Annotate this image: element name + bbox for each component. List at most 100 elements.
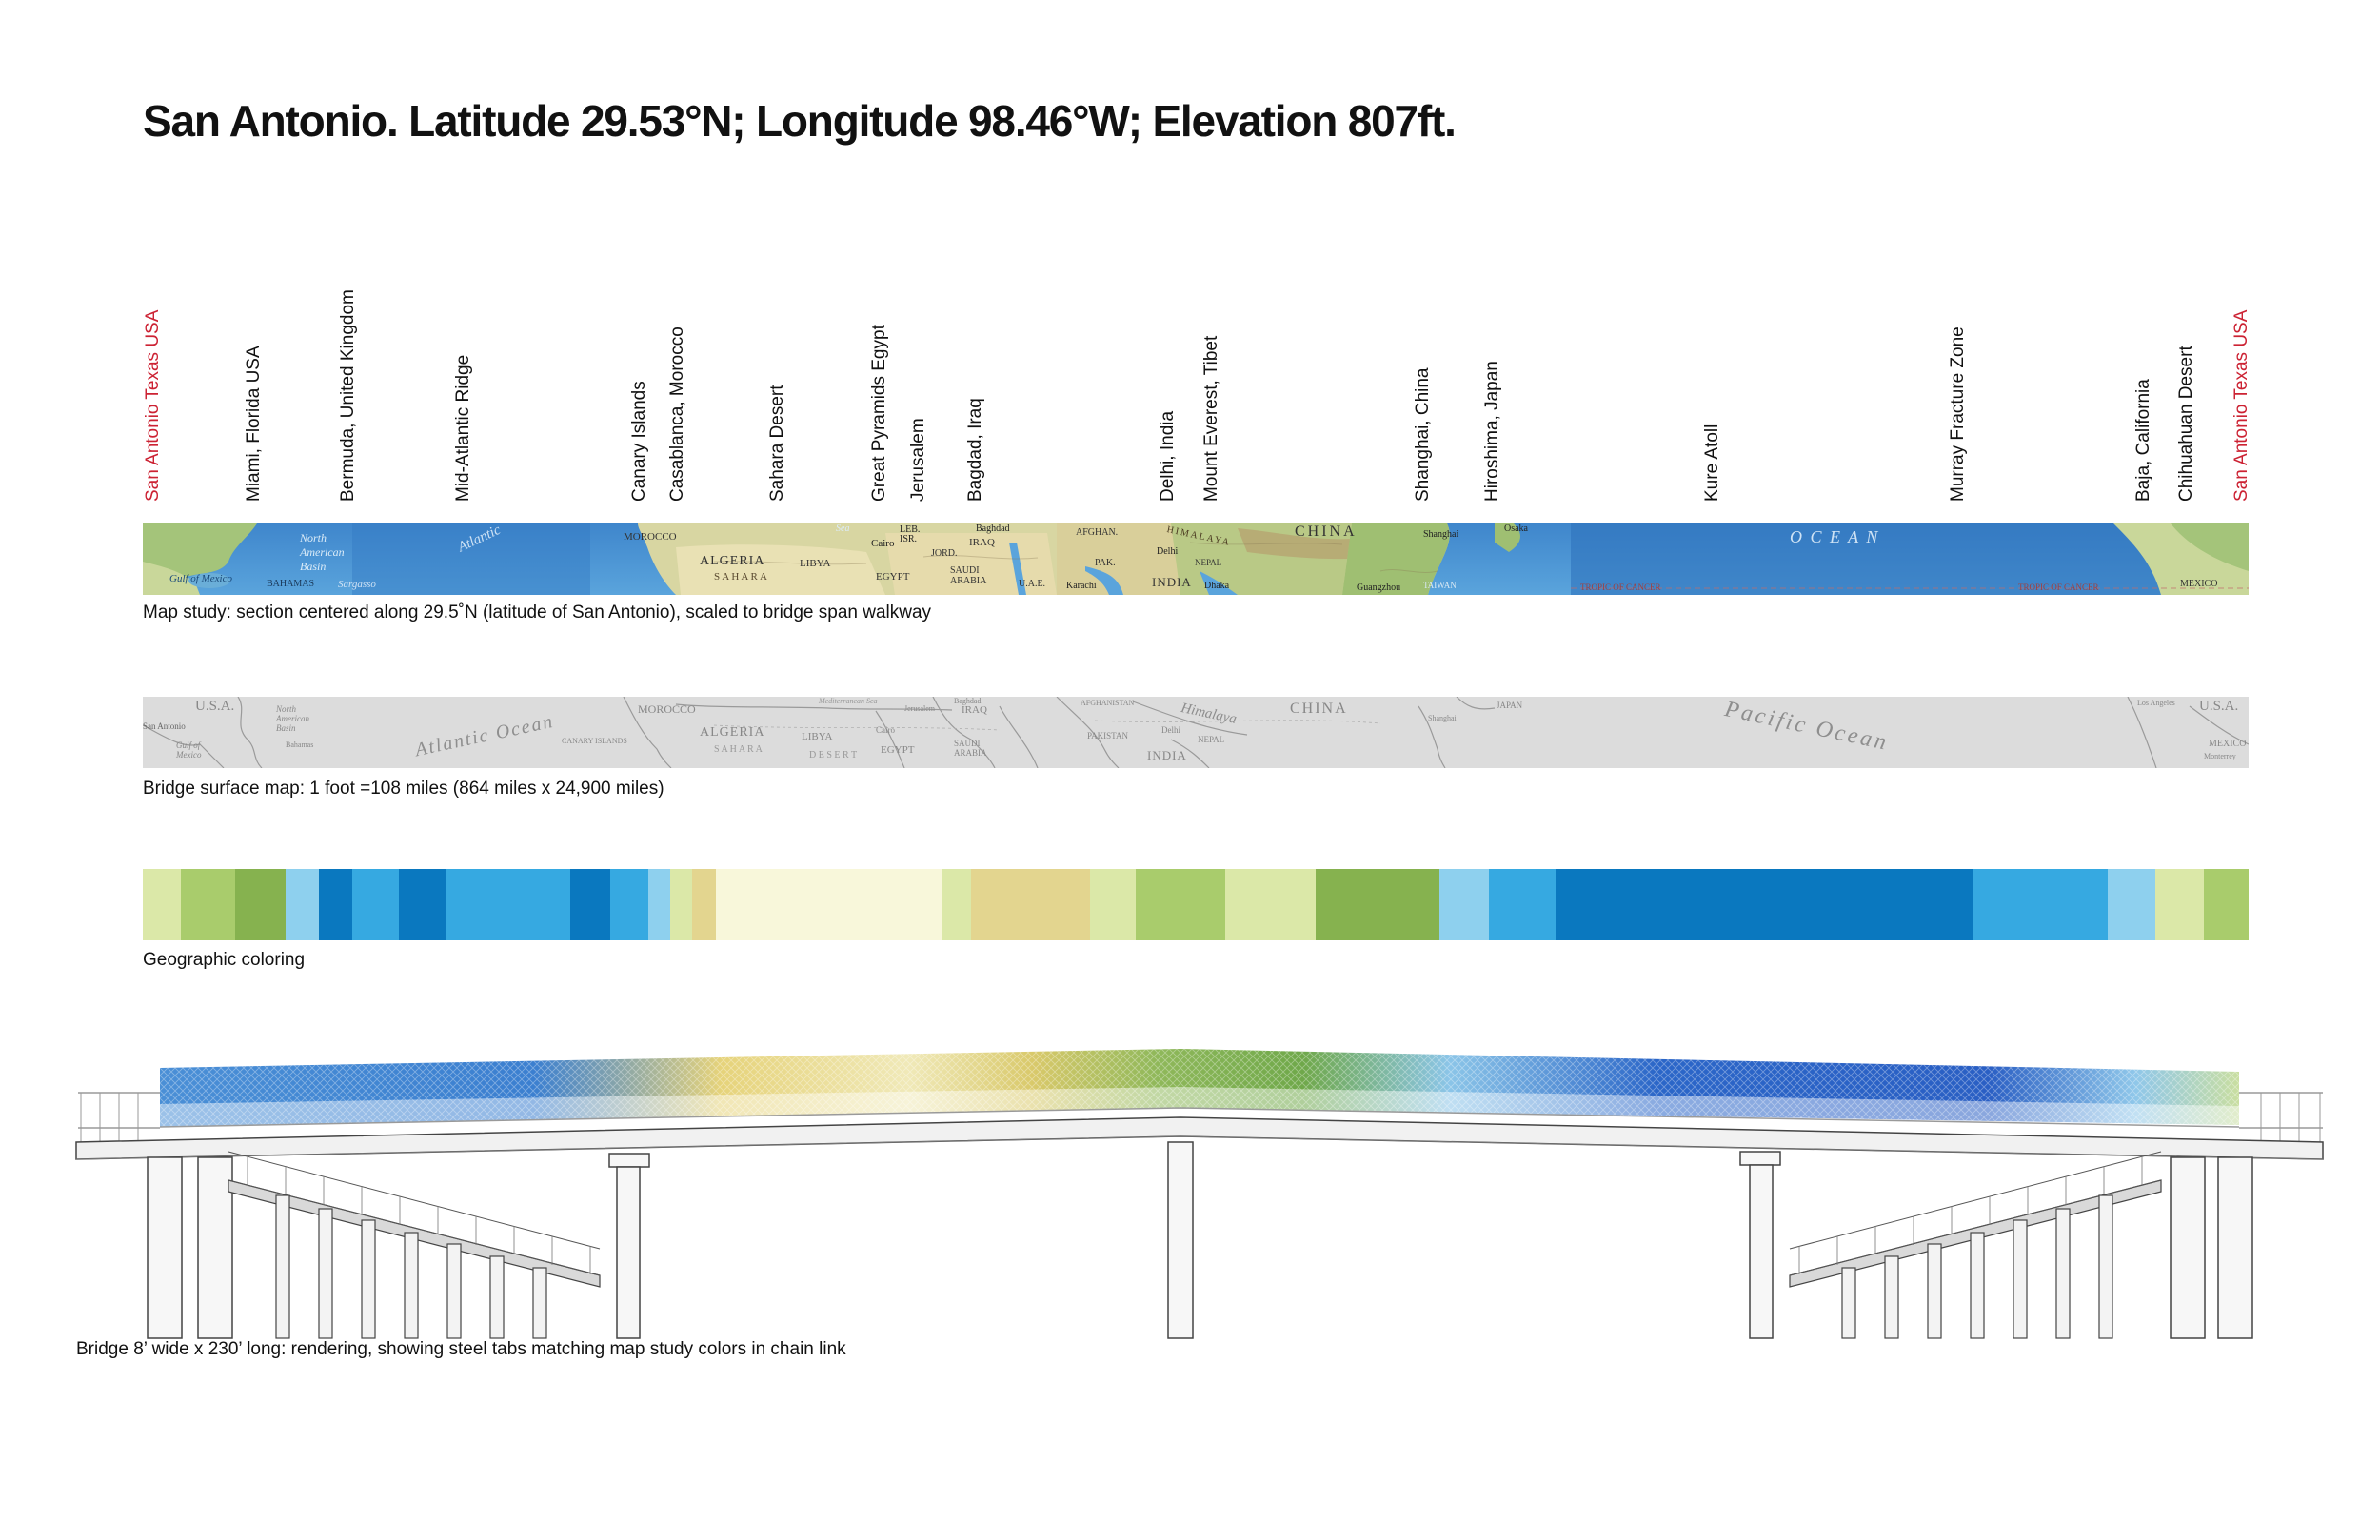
- color-segment: [399, 869, 447, 940]
- color-segment: [143, 869, 181, 940]
- color-segment: [1089, 869, 1136, 940]
- map-label: North American Basin: [276, 704, 309, 733]
- map-label: Osaka: [1504, 523, 1528, 534]
- map-label: PAKISTAN: [1087, 731, 1128, 740]
- color-segment: [318, 869, 352, 940]
- map-label: PAK.: [1095, 558, 1116, 568]
- map-label: Sargasso: [338, 579, 376, 590]
- map-label: MEXICO: [2209, 739, 2247, 749]
- map-label: TAIWAN: [1423, 581, 1457, 590]
- color-segment: [1438, 869, 1489, 940]
- map-label: Mediterranean Sea: [819, 697, 878, 705]
- map-label: San Antonio: [143, 721, 186, 731]
- map-label: Baghdad: [976, 523, 1010, 534]
- map-label: LIBYA: [800, 558, 831, 569]
- color-segment: [669, 869, 692, 940]
- color-segment: [2204, 869, 2249, 940]
- color-segment: [691, 869, 716, 940]
- map-label: Cairo: [876, 725, 895, 735]
- color-segment: [1555, 869, 1973, 940]
- map-label: EGYPT: [881, 744, 915, 756]
- map-label: Karachi: [1066, 581, 1097, 591]
- map-label: AFGHAN.: [1076, 527, 1119, 538]
- color-segment: [234, 869, 286, 940]
- map-label: Gulf of Mexico: [169, 573, 232, 584]
- map-label: Bahamas: [286, 740, 314, 749]
- map-label: Sea: [836, 523, 850, 534]
- map-label: MOROCCO: [638, 702, 696, 716]
- map-label: CHINA: [1290, 701, 1348, 717]
- map-study-image: [143, 523, 2249, 595]
- map-label: Monterrey: [2204, 752, 2236, 760]
- color-segment: [1225, 869, 1317, 940]
- map-label: NEPAL: [1198, 735, 1225, 744]
- map-label: U.A.E.: [1019, 579, 1046, 589]
- color-segment: [647, 869, 670, 940]
- map-label: SAUDI ARABIA: [954, 739, 987, 758]
- map-label: IRAQ: [962, 704, 987, 716]
- map-label: S A H A R A: [714, 571, 767, 582]
- map-label: AFGHANISTAN: [1081, 699, 1135, 707]
- color-segment: [569, 869, 610, 940]
- bridge-caption: Bridge 8’ wide x 230’ long: rendering, s…: [76, 1339, 846, 1359]
- map-label: U.S.A.: [195, 699, 235, 714]
- map-label: North American Basin: [300, 531, 345, 573]
- map-label: CANARY ISLANDS: [562, 737, 627, 745]
- map-label: IRAQ: [969, 537, 995, 548]
- color-segment: [1488, 869, 1556, 940]
- map-label: LIBYA: [802, 731, 833, 742]
- map-label: MOROCCO: [624, 531, 677, 543]
- color-segment: [2155, 869, 2205, 940]
- geographic-coloring-strip: [143, 869, 2249, 940]
- map-label: TROPIC OF CANCER: [2018, 582, 2099, 592]
- map-label: Delhi: [1161, 725, 1180, 735]
- map-label: Guangzhou: [1357, 582, 1401, 593]
- map-label: NEPAL: [1195, 558, 1222, 567]
- map-label: Shanghai: [1423, 529, 1459, 540]
- map-study-strip: North American Basin Gulf of Mexico BAHA…: [143, 523, 2249, 595]
- map-label: Jerusalem: [904, 704, 935, 713]
- color-segment: [715, 869, 943, 940]
- map-label: INDIA: [1147, 748, 1187, 762]
- surface-map-image: [143, 697, 2249, 768]
- map-label: Los Angeles: [2137, 699, 2175, 707]
- color-segment: [180, 869, 235, 940]
- map-label: D E S E R T: [809, 750, 858, 760]
- map-label: MEXICO: [2180, 579, 2218, 589]
- color-segment: [2108, 869, 2156, 940]
- map-label: LEB. ISR.: [900, 524, 921, 544]
- map-label: Shanghai: [1428, 714, 1457, 722]
- map-label: TROPIC OF CANCER: [1580, 582, 1661, 592]
- bridge-rendering: [75, 1049, 2324, 1339]
- map-label: BAHAMAS: [267, 579, 315, 589]
- surface-map-caption: Bridge surface map: 1 foot =108 miles (8…: [143, 779, 664, 799]
- geographic-coloring-caption: Geographic coloring: [143, 950, 306, 970]
- color-segment: [351, 869, 400, 940]
- color-segment: [1316, 869, 1439, 940]
- map-label: EGYPT: [876, 571, 910, 582]
- color-segment: [1135, 869, 1226, 940]
- map-label: SAUDI ARABIA: [950, 565, 987, 586]
- color-segment: [285, 869, 319, 940]
- page-title: San Antonio. Latitude 29.53°N; Longitude…: [143, 96, 1457, 146]
- surface-map-strip: U.S.A. San Antonio Gulf of Mexico North …: [143, 697, 2249, 768]
- map-label: JAPAN: [1497, 701, 1523, 710]
- map-label: Baghdad: [954, 697, 982, 705]
- map-label: INDIA: [1152, 575, 1192, 589]
- map-label: O C E A N: [1790, 527, 1880, 546]
- color-segment: [971, 869, 1090, 940]
- map-label: JORD.: [931, 548, 958, 559]
- color-segment: [609, 869, 648, 940]
- color-segment: [1973, 869, 2109, 940]
- map-label: Dhaka: [1204, 581, 1230, 591]
- color-segment: [446, 869, 570, 940]
- map-label: S A H A R A: [714, 744, 763, 755]
- color-segment: [942, 869, 972, 940]
- map-label: Delhi: [1157, 546, 1179, 557]
- map-label: U.S.A.: [2199, 699, 2239, 714]
- map-label: ALGERIA: [700, 725, 765, 740]
- map-label: ALGERIA: [700, 554, 765, 568]
- map-label: Gulf of Mexico: [176, 740, 202, 760]
- map-label: Cairo: [871, 538, 895, 549]
- map-study-caption: Map study: section centered along 29.5˚N…: [143, 602, 932, 622]
